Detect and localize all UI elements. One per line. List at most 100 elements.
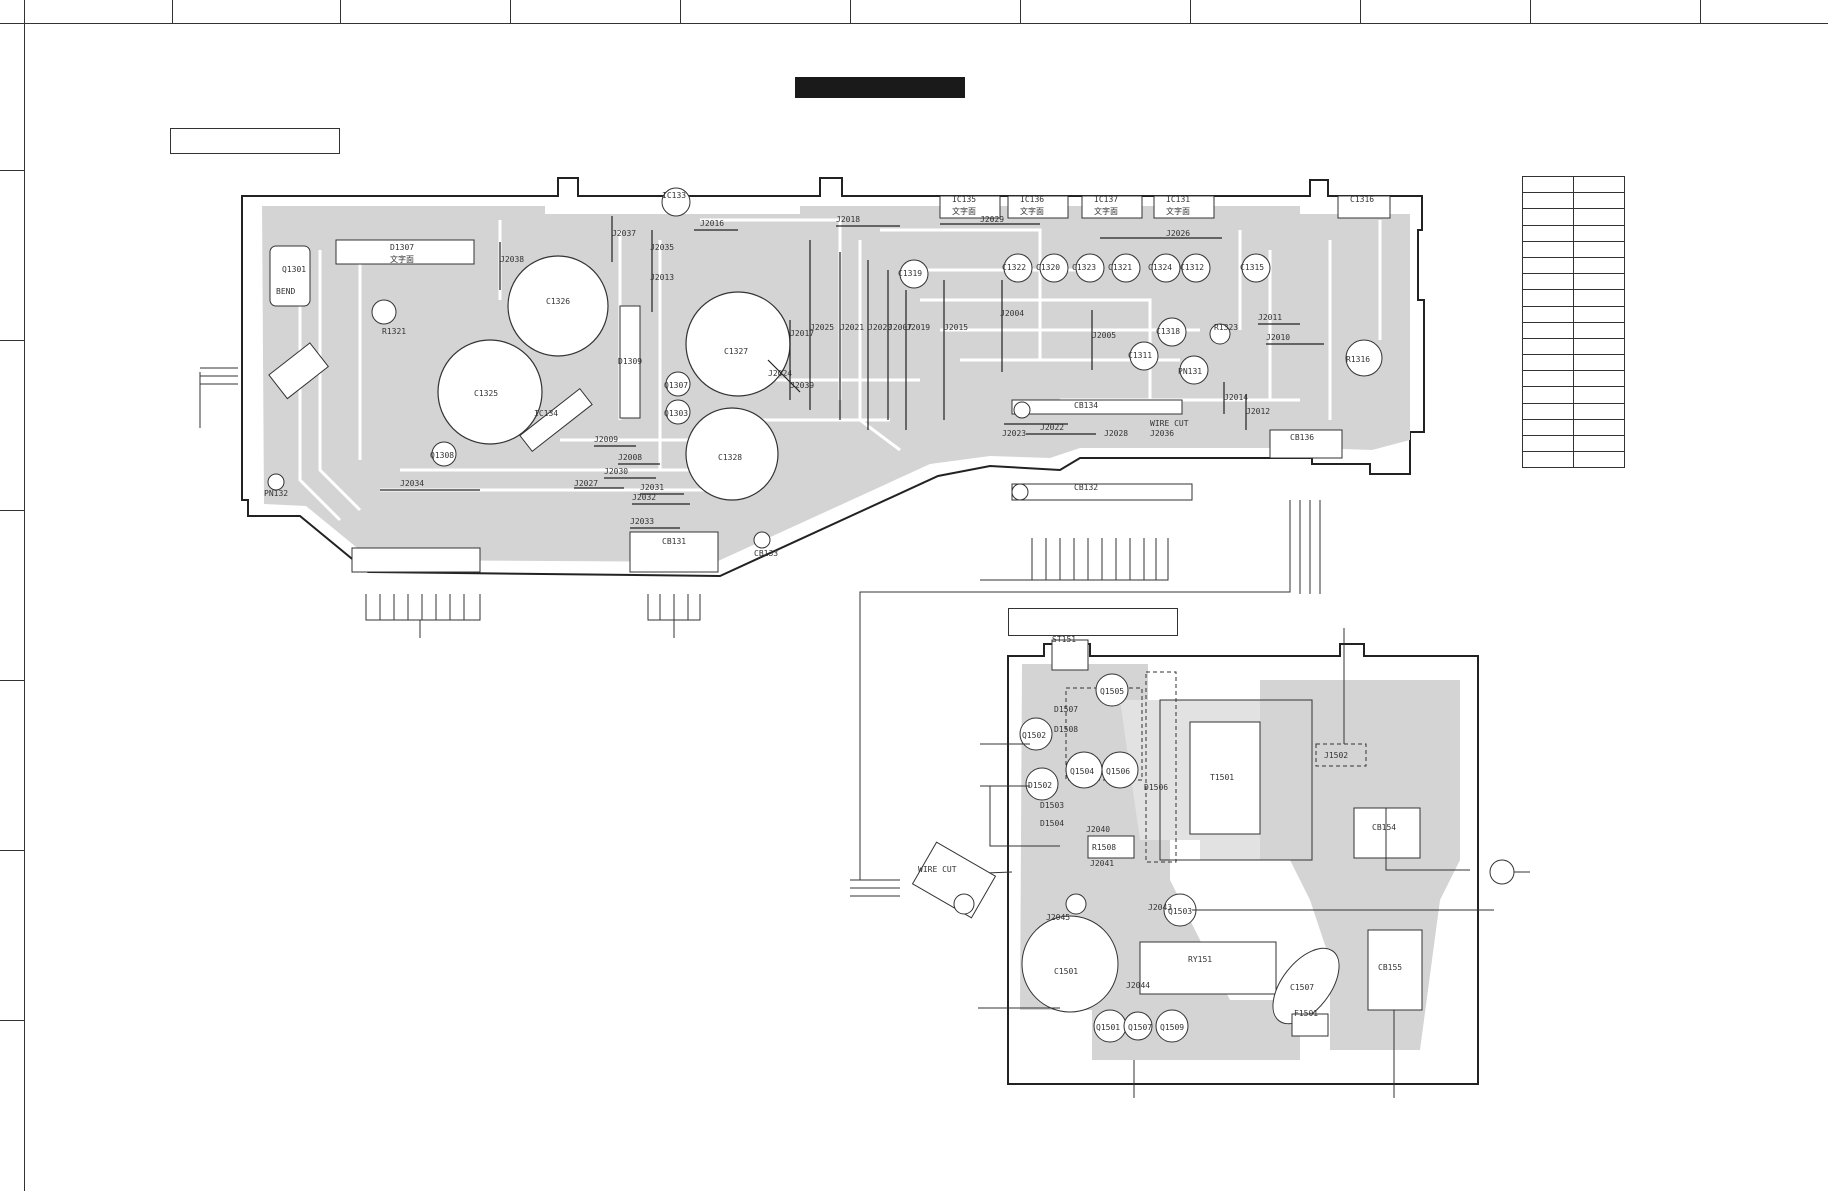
label-c1311: R1316 (1346, 355, 1370, 364)
label-c1316: C1319 (898, 269, 922, 278)
label-cb132: CB136 (1290, 433, 1314, 442)
label-q1301: Q1301 (282, 265, 306, 274)
label-c1312: C1315 (1240, 263, 1264, 272)
ic135 (1007, 195, 1069, 219)
label-d1507: D1507 (1054, 705, 1078, 714)
component-c812 (268, 342, 330, 400)
label-jumper: J2025 (810, 323, 834, 332)
connector-cb136 (351, 547, 481, 573)
label-ry151: RY151 (1188, 955, 1212, 964)
label-cb134: CB131 (662, 537, 686, 546)
label-pn131: PN132 (264, 489, 288, 498)
label-q1303: PN131 (1178, 367, 1202, 376)
label-jumper: J2026 (1166, 229, 1190, 238)
switch-st151 (1051, 639, 1089, 671)
label-c1325: C1325 (474, 389, 498, 398)
label-jumper: J2011 (1258, 313, 1282, 322)
grid-col-tick (340, 0, 341, 24)
label-q1308: Q1307 (664, 381, 688, 390)
grid-col-tick (1020, 0, 1021, 24)
label-jumper: J2015 (944, 323, 968, 332)
label-c1318: C1311 (1128, 351, 1152, 360)
label-c1319: C1322 (1002, 263, 1026, 272)
grid-col-tick (1190, 0, 1191, 24)
label-d1308: IC134 (534, 409, 558, 418)
label-ic136: IC137 (1094, 195, 1118, 204)
grid-row-tick (0, 170, 25, 171)
label-st151: ST151 (1052, 635, 1076, 644)
label-j2045: J2045 (1046, 913, 1070, 922)
label-c1501: C1501 (1054, 967, 1078, 976)
label-c1320: C1323 (1072, 263, 1096, 272)
screw-terminal (1013, 401, 1031, 419)
label-jumper: J2035 (650, 243, 674, 252)
label-f1501: F1501 (1294, 1009, 1318, 1018)
title-bar (795, 77, 965, 98)
label-r1323: Q1308 (430, 451, 454, 460)
label-j2043: J2043 (1148, 903, 1172, 912)
label-jumper: J2037 (612, 229, 636, 238)
label-j2044: J2044 (1126, 981, 1150, 990)
ic137 (1153, 195, 1215, 219)
transformer-t1501 (1189, 721, 1261, 835)
label-jumper: J2009 (594, 435, 618, 444)
label-jumper: J2027 (574, 479, 598, 488)
label-r1321: R1321 (382, 327, 406, 336)
grid-col-tick (680, 0, 681, 24)
screw-terminal (1011, 483, 1029, 501)
label-ic133-text: 文字面 (952, 206, 976, 216)
resistor-r1508 (1087, 835, 1135, 859)
label-jumper: J2008 (618, 453, 642, 462)
jumper-wires (380, 216, 1324, 529)
label-ic135: IC136 (1020, 195, 1044, 204)
label-q1502: Q1502 (1022, 731, 1046, 740)
ic-d1308 (519, 388, 593, 452)
label-jumper: J2005 (1092, 331, 1116, 340)
legend-row (1522, 451, 1625, 469)
wire-bundles (199, 367, 1321, 897)
label-jumper: J2036 (1150, 429, 1174, 438)
label-jumper: J2013 (650, 273, 674, 282)
label-ic134: IC133 (662, 191, 686, 200)
legend-row (1522, 305, 1625, 323)
label-c1321: C1324 (1148, 263, 1172, 272)
label-jumper: J2022 (1040, 423, 1064, 432)
pin-pn131 (267, 473, 285, 491)
label-c1326: C1326 (546, 297, 570, 306)
fuse-f1501 (1291, 1013, 1329, 1037)
label-jumper: J2034 (400, 479, 424, 488)
relay-ry151 (1139, 941, 1277, 995)
label-q1506: Q1506 (1106, 767, 1130, 776)
dashed-zone (1145, 671, 1177, 863)
ic133 (939, 195, 1001, 219)
connector-j1502 (1315, 743, 1367, 767)
label-c1324: C1312 (1180, 263, 1204, 272)
pin-pn132 (753, 531, 771, 549)
label-jumper: J2024 (768, 369, 792, 378)
label-q1501: Q1501 (1096, 1023, 1120, 1032)
grid-row-tick (0, 680, 25, 681)
grid-col-tick (510, 0, 511, 24)
label-bend: BEND (276, 287, 295, 296)
label-d1307-text: 文字面 (390, 254, 414, 264)
legend-row (1522, 434, 1625, 453)
label-q1503: Q1503 (1168, 907, 1192, 916)
label-jumper: J2010 (1266, 333, 1290, 342)
power-board: ST151 Q1505 D1507 D1508 Q1502 Q1504 Q150… (911, 628, 1530, 1098)
label-ic135-text: 文字面 (1020, 206, 1044, 216)
label-d1508: D1508 (1054, 725, 1078, 734)
label-j1502: J1502 (1324, 751, 1348, 760)
label-jumper: J2019 (906, 323, 930, 332)
connector-cb155 (1367, 929, 1423, 1011)
label-pn132: CB133 (754, 549, 778, 558)
label-jumper: J2030 (604, 467, 628, 476)
legend-cell (1573, 451, 1625, 469)
capacitor-c1328 (685, 407, 779, 501)
capacitor-c1327 (685, 291, 791, 397)
small-capacitors (371, 187, 1383, 467)
label-jumper: J2020 (868, 323, 892, 332)
label-ic137: IC131 (1166, 195, 1190, 204)
label-cb131: CB132 (1074, 483, 1098, 492)
frame-left-border (0, 0, 25, 1191)
